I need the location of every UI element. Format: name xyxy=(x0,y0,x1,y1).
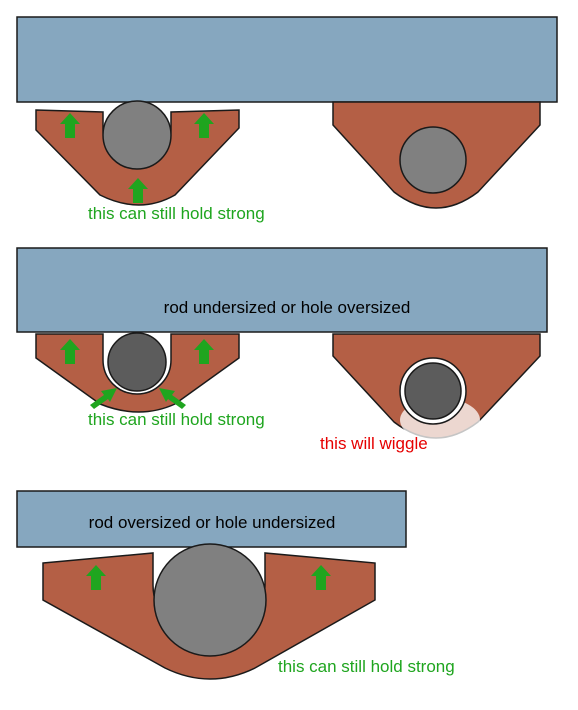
rod-right-1 xyxy=(399,126,467,194)
rod-3 xyxy=(153,543,267,657)
arrow-up-icon xyxy=(60,339,80,364)
caption-left-2: this can still hold strong xyxy=(88,410,265,429)
bracket-left-2 xyxy=(35,333,240,413)
arrow-diagonal-icon xyxy=(90,388,117,409)
caption-left-1: this can still hold strong xyxy=(88,204,265,223)
arrow-up-icon xyxy=(86,565,106,590)
arrow-up-icon xyxy=(194,113,214,138)
top-bar-1 xyxy=(16,16,558,103)
arrow-up-icon xyxy=(60,113,80,138)
arrow-up-icon xyxy=(311,565,331,590)
arrow-up-icon xyxy=(194,339,214,364)
top-bar-3 xyxy=(16,490,407,548)
panel-1: this can still hold strong xyxy=(16,16,558,223)
arrow-diagonal-icon xyxy=(159,388,186,409)
caption-3: this can still hold strong xyxy=(278,657,455,676)
top-bar-2 xyxy=(16,247,548,333)
caption-right-2: this will wiggle xyxy=(320,434,428,453)
bar-label-2: rod undersized or hole oversized xyxy=(164,298,411,317)
rod-right-2 xyxy=(404,362,462,420)
bar-label-3: rod oversized or hole undersized xyxy=(89,513,336,532)
arrow-up-icon xyxy=(128,178,148,203)
rod-left-1 xyxy=(102,100,172,170)
rod-left-2 xyxy=(107,332,167,392)
panel-3: rod oversized or hole undersized this ca… xyxy=(16,490,455,680)
panel-2: rod undersized or hole oversized this ca… xyxy=(16,247,548,453)
